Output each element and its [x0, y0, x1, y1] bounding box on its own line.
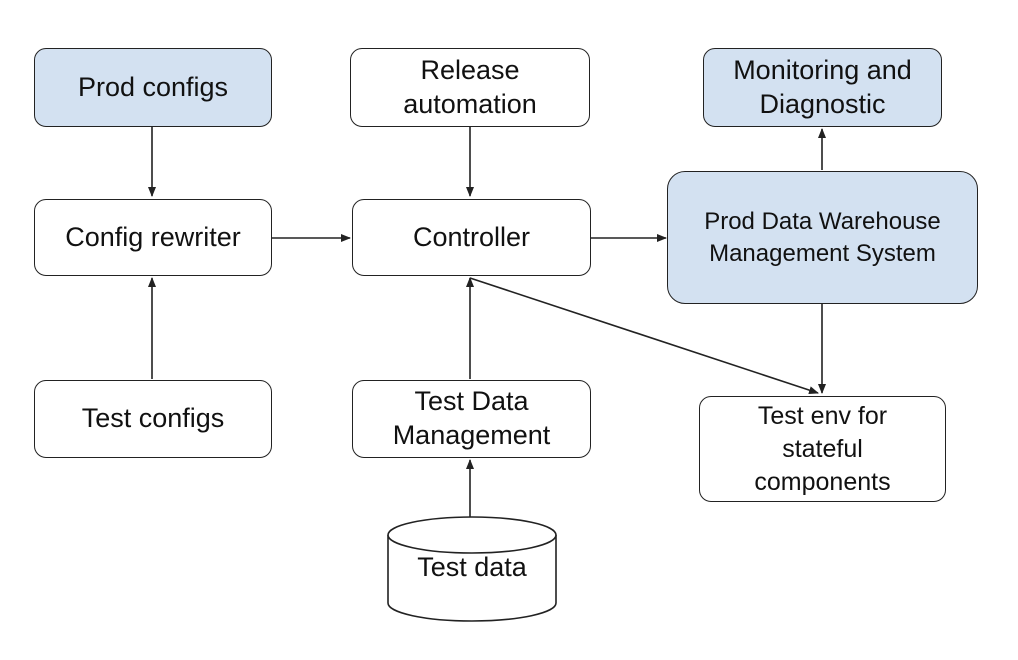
config-rewriter-box: Config rewriter: [34, 199, 272, 276]
test-data-label: Test data: [417, 552, 527, 582]
test-data-cylinder: [387, 516, 557, 622]
controller-box: Controller: [352, 199, 591, 276]
prod-data-warehouse-box: Prod Data Warehouse Management System: [667, 171, 978, 304]
release-automation-box: Release automation: [350, 48, 590, 127]
monitoring-diagnostic-box: Monitoring and Diagnostic: [703, 48, 942, 127]
arrow-controller-to-test-env: [469, 277, 819, 394]
prod-configs-box: Prod configs: [34, 48, 272, 127]
test-configs-box: Test configs: [34, 380, 272, 458]
test-data-management-box: Test Data Management: [352, 380, 591, 458]
test-env-box: Test env for stateful components: [699, 396, 946, 502]
